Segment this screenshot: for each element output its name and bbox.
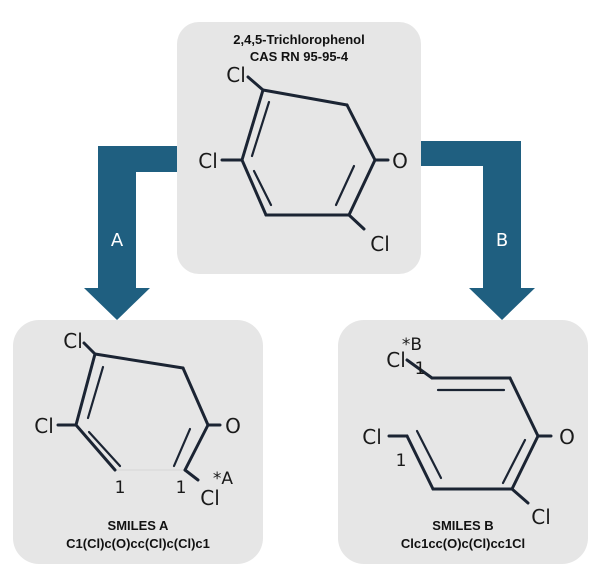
bond: [240, 158, 268, 217]
bond: [74, 352, 97, 427]
locant-left: 1: [396, 451, 407, 471]
top-panel-background: [177, 22, 421, 274]
atom-cl-bottom: Cl: [370, 232, 390, 256]
smiles-b-string: Clc1cc(O)c(Cl)cc1Cl: [401, 536, 525, 551]
atom-o: O: [225, 414, 241, 438]
locant-top: 1: [415, 359, 426, 379]
bond: [347, 158, 377, 217]
bond: [405, 358, 434, 380]
smiles-a-string: C1(Cl)c(O)cc(Cl)c(Cl)c1: [66, 536, 210, 551]
atom-cl-top: Cl: [386, 348, 406, 372]
double-bond-line: [415, 429, 443, 480]
atom-o: O: [392, 149, 408, 173]
bond: [405, 434, 435, 491]
panel-a: Cl Cl O Cl 1 1 *A SMILES A C1(Cl)c(O)cc(…: [13, 320, 263, 564]
bond: [82, 341, 97, 356]
double-bond-line: [87, 430, 122, 468]
atom-cl-left: Cl: [34, 414, 54, 438]
bond: [246, 75, 265, 92]
double-bond-line: [334, 164, 356, 207]
atom-o: O: [559, 425, 575, 449]
marker-a: *A: [213, 469, 234, 489]
bond: [261, 88, 349, 107]
double-bond-line: [501, 438, 527, 485]
atom-cl-bottom: Cl: [531, 505, 551, 529]
double-bond-line: [172, 427, 192, 468]
atom-cl-bottom: Cl: [200, 486, 220, 510]
molecule-b: Cl Cl O Cl 1 1 *B: [362, 335, 575, 529]
bond: [183, 423, 210, 472]
bond: [510, 434, 540, 491]
top-panel: 2,4,5-Trichlorophenol CAS RN 95-95-4 Cl …: [177, 22, 421, 274]
cas-number: CAS RN 95-95-4: [250, 49, 349, 64]
arrow-b-label: B: [496, 230, 508, 251]
bond: [183, 468, 200, 482]
atom-cl-left: Cl: [198, 149, 218, 173]
bond: [508, 376, 540, 438]
bond: [181, 366, 210, 427]
smiles-b-title: SMILES B: [432, 518, 493, 533]
panel-b: Cl Cl O Cl 1 1 *B SMILES B Clc1cc(O)c(Cl…: [338, 320, 588, 564]
molecule-a: Cl Cl O Cl 1 1 *A: [34, 329, 241, 510]
smiles-a-title: SMILES A: [108, 518, 170, 533]
compound-name: 2,4,5-Trichlorophenol: [233, 32, 364, 47]
top-molecule: Cl Cl O Cl: [198, 63, 408, 256]
double-bond-line: [252, 169, 273, 207]
bond: [345, 103, 377, 162]
arrow-b: B: [410, 141, 535, 320]
bond: [93, 352, 185, 370]
arrow-a-label: A: [111, 230, 124, 251]
locant-right: 1: [176, 478, 187, 498]
double-bond-line: [250, 100, 271, 158]
atom-cl-top: Cl: [63, 329, 83, 353]
bond: [347, 213, 366, 231]
double-bond-line: [86, 365, 105, 420]
bond: [240, 88, 265, 162]
bond: [510, 487, 530, 505]
atom-cl-top: Cl: [226, 63, 246, 87]
panel-a-background: [13, 320, 263, 564]
panel-b-background: [338, 320, 588, 564]
marker-b: *B: [402, 335, 422, 355]
arrow-a: A: [84, 146, 186, 320]
bond: [74, 423, 117, 472]
atom-cl-left: Cl: [362, 425, 382, 449]
locant-left: 1: [115, 478, 126, 498]
